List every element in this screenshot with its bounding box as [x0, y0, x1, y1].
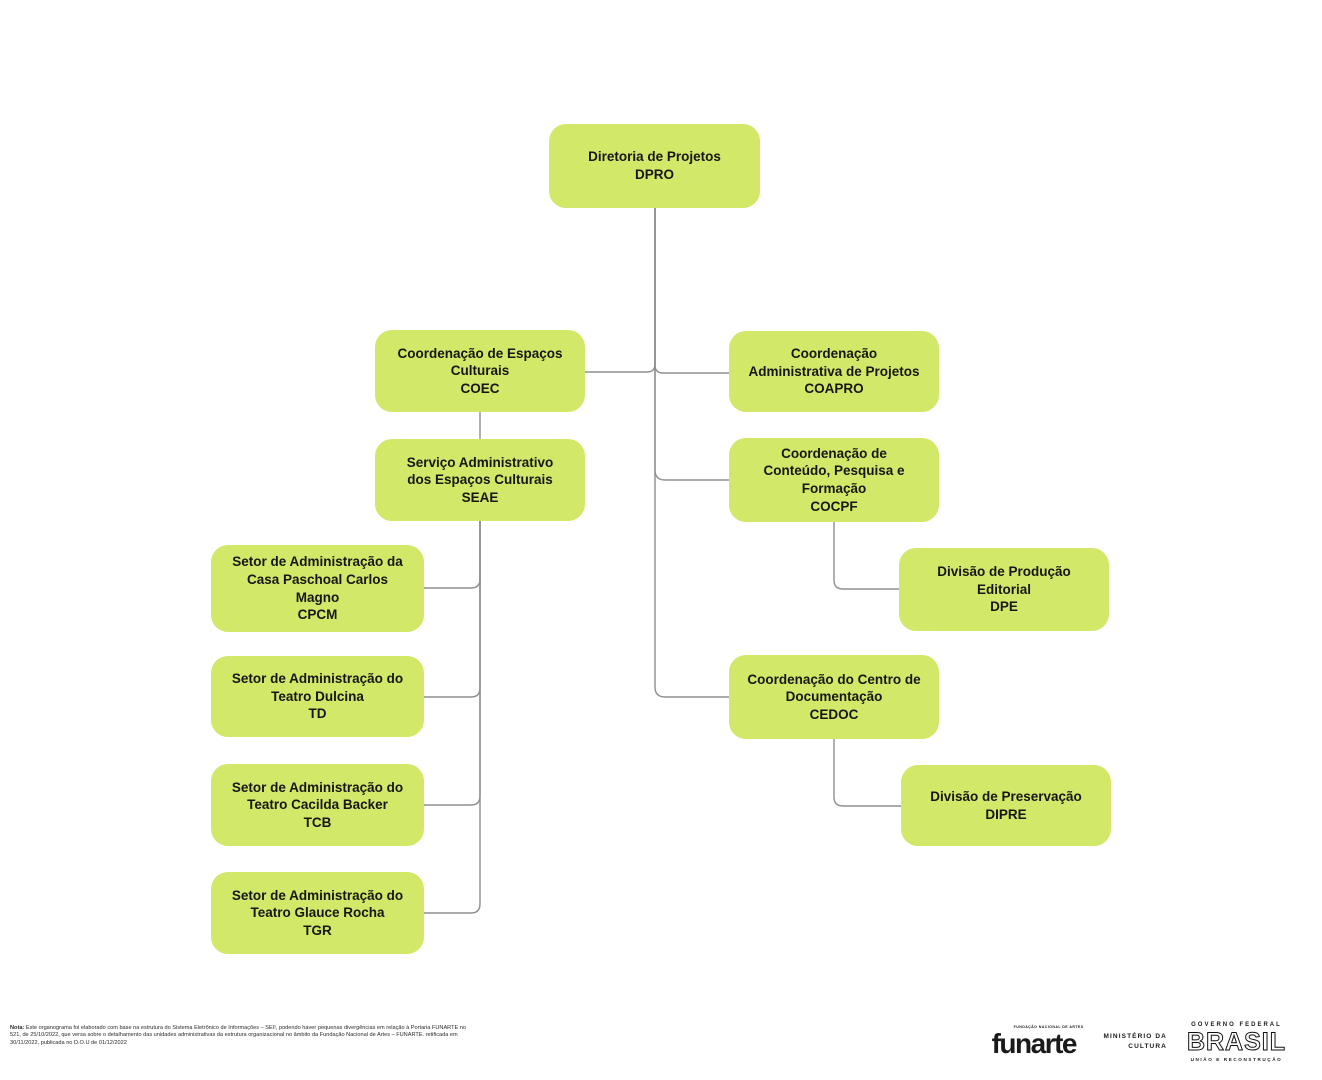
- org-node-name: Coordenação do Centro de Documentação: [747, 671, 921, 705]
- org-node-sigla: DPE: [990, 599, 1018, 615]
- governo-header: GOVERNO FEDERAL: [1191, 1021, 1282, 1028]
- org-node-coec: Coordenação de Espaços Culturais COEC: [375, 330, 585, 412]
- org-node-sigla: CPCM: [297, 607, 338, 623]
- org-node-tcb: Setor de Administração do Teatro Cacilda…: [211, 764, 424, 846]
- ministerio-cultura-logo: MINISTÉRIO DA CULTURA: [1104, 1032, 1167, 1053]
- org-node-dpe: Divisão de Produção Editorial DPE: [899, 548, 1109, 631]
- connector-dpro-cedoc: [654, 208, 729, 698]
- connector-dpro-coec: [585, 208, 656, 373]
- org-node-name: Divisão de Preservação: [930, 788, 1082, 804]
- governo-federal-logo: GOVERNO FEDERAL BRASIL UNIÃO E RECONSTRU…: [1186, 1021, 1286, 1063]
- org-node-sigla: TGR: [303, 922, 332, 938]
- connector-seae-cpcm: [424, 521, 481, 589]
- connector-seae-tgr: [424, 521, 481, 914]
- connector-cedoc-dipre: [833, 739, 901, 807]
- org-node-name: Divisão de Produção Editorial: [937, 564, 1071, 597]
- org-node-name: Serviço Administrativo dos Espaços Cultu…: [406, 454, 554, 488]
- org-node-cedoc: Coordenação do Centro de Documentação CE…: [729, 655, 939, 739]
- org-node-name: Setor de Administração da Casa Paschoal …: [232, 554, 403, 605]
- footer-logos: FUNDAÇÃO NACIONAL DE ARTES funarte MINIS…: [992, 1017, 1286, 1067]
- connector-dpro-cocpf: [654, 208, 729, 481]
- org-node-sigla: COAPRO: [804, 381, 864, 397]
- footnote: Nota: Este organograma foi elaborado com…: [10, 1025, 478, 1047]
- org-node-name: Setor de Administração do Teatro Cacilda…: [231, 779, 404, 813]
- org-node-name: Coordenação de Conteúdo, Pesquisa e Form…: [763, 445, 905, 496]
- footnote-text: Este organograma foi elaborado com base …: [10, 1025, 467, 1046]
- org-node-sigla: DPRO: [634, 167, 674, 182]
- org-node-sigla: TCB: [303, 814, 332, 830]
- funarte-caption: FUNDAÇÃO NACIONAL DE ARTES: [1013, 1024, 1084, 1029]
- org-node-dipre: Divisão de Preservação DIPRE: [901, 765, 1111, 846]
- org-node-sigla: SEAE: [461, 489, 499, 505]
- governo-tagline: UNIÃO E RECONSTRUÇÃO: [1190, 1056, 1283, 1062]
- funarte-wordmark: funarte: [991, 1028, 1078, 1060]
- org-node-sigla: COCPF: [810, 498, 858, 514]
- org-node-cpcm: Setor de Administração da Casa Paschoal …: [211, 545, 424, 632]
- org-node-sigla: CEDOC: [809, 706, 859, 722]
- org-node-name: Setor de Administração do Teatro Glauce …: [231, 887, 404, 921]
- org-node-name: Coordenação de Espaços Culturais: [397, 345, 563, 379]
- org-node-seae: Serviço Administrativo dos Espaços Cultu…: [375, 439, 585, 521]
- org-node-dpro: Diretoria de Projetos DPRO: [549, 124, 760, 208]
- brasil-wordmark: BRASIL: [1186, 1027, 1286, 1056]
- connector-seae-tcb: [424, 521, 481, 806]
- org-node-sigla: TD: [308, 706, 327, 722]
- ministerio-line1: MINISTÉRIO DA: [1103, 1032, 1167, 1040]
- org-node-name: Diretoria de Projetos: [588, 149, 721, 165]
- org-node-coapro: Coordenação Administrativa de Projetos C…: [729, 331, 939, 412]
- org-node-td: Setor de Administração do Teatro Dulcina…: [211, 656, 424, 737]
- org-node-tgr: Setor de Administração do Teatro Glauce …: [211, 872, 424, 954]
- connector-cocpf-dpe: [833, 522, 899, 590]
- funarte-logo: FUNDAÇÃO NACIONAL DE ARTES funarte: [991, 1024, 1084, 1060]
- org-node-sigla: COEC: [460, 380, 500, 396]
- connector-dpro-coapro: [654, 208, 729, 374]
- ministerio-line2: CULTURA: [1128, 1043, 1167, 1050]
- org-node-name: Coordenação Administrativa de Projetos: [748, 346, 920, 379]
- org-node-name: Setor de Administração do Teatro Dulcina: [231, 671, 404, 704]
- org-node-cocpf: Coordenação de Conteúdo, Pesquisa e Form…: [729, 438, 939, 522]
- connector-seae-td: [424, 521, 481, 698]
- org-node-sigla: DIPRE: [985, 806, 1027, 822]
- footnote-label: Nota:: [10, 1025, 25, 1031]
